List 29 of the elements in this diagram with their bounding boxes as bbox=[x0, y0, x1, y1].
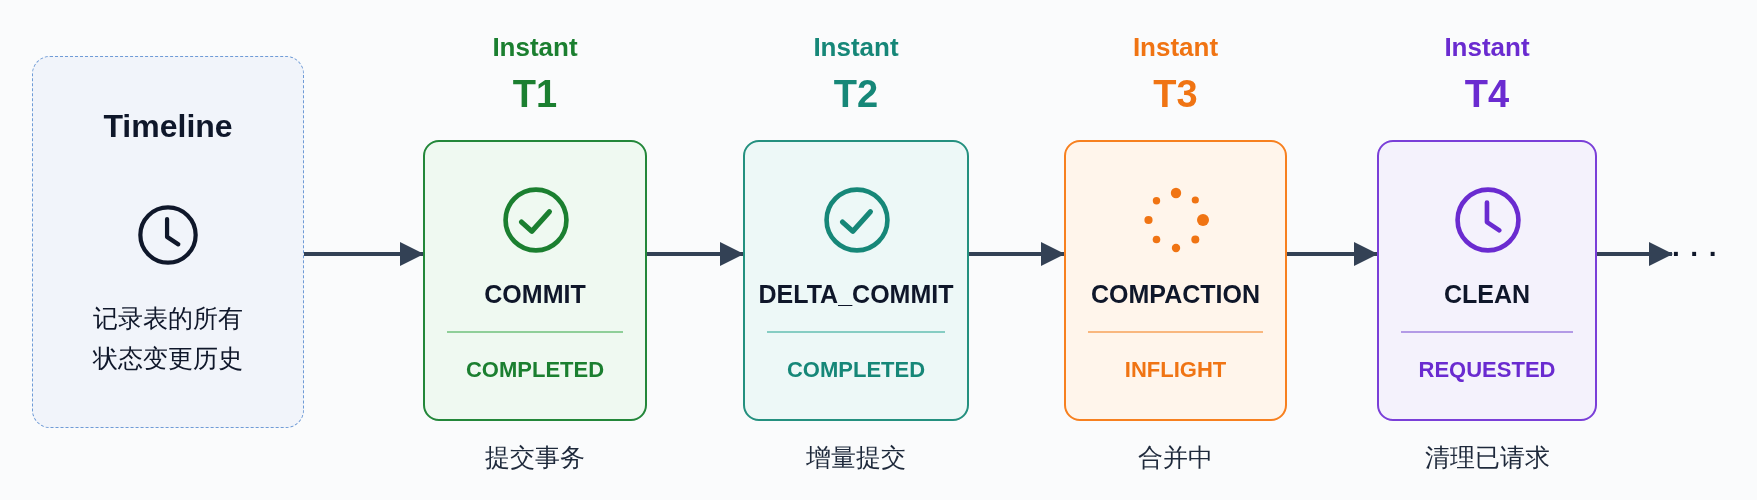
continuation-ellipsis: ··· bbox=[1672, 238, 1727, 270]
instant-id: T4 bbox=[1464, 72, 1510, 116]
arrow bbox=[304, 242, 424, 266]
arrow bbox=[647, 242, 744, 266]
arrow bbox=[1287, 242, 1378, 266]
panel-title: Timeline bbox=[103, 107, 233, 145]
timeline-panel bbox=[32, 56, 304, 428]
action-type-label: COMPACTION bbox=[1091, 279, 1260, 309]
instant-label: Instant bbox=[492, 32, 578, 62]
card-caption: 清理已请求 bbox=[1424, 442, 1550, 472]
card-caption: 合并中 bbox=[1138, 442, 1213, 472]
instant-id: T1 bbox=[512, 72, 558, 116]
state-label: COMPLETED bbox=[465, 357, 605, 383]
instant-id: T2 bbox=[833, 72, 879, 116]
instant-label: Instant bbox=[813, 32, 899, 62]
card-caption: 增量提交 bbox=[806, 442, 906, 472]
state-label: REQUESTED bbox=[1418, 357, 1556, 383]
panel-description: 记录表的所有状态变更历史 bbox=[91, 303, 244, 374]
state-label: COMPLETED bbox=[786, 357, 926, 383]
card-caption: 提交事务 bbox=[485, 442, 585, 472]
instant-id: T3 bbox=[1153, 72, 1198, 116]
arrow bbox=[1597, 242, 1673, 266]
action-type-label: DELTA_COMMIT bbox=[758, 279, 954, 309]
state-label: INFLIGHT bbox=[1124, 357, 1227, 383]
instant-label: Instant bbox=[1444, 32, 1530, 62]
action-type-label: CLEAN bbox=[1443, 279, 1531, 309]
instant-label: Instant bbox=[1132, 32, 1219, 62]
action-type-label: COMMIT bbox=[484, 279, 586, 309]
arrow bbox=[969, 242, 1065, 266]
